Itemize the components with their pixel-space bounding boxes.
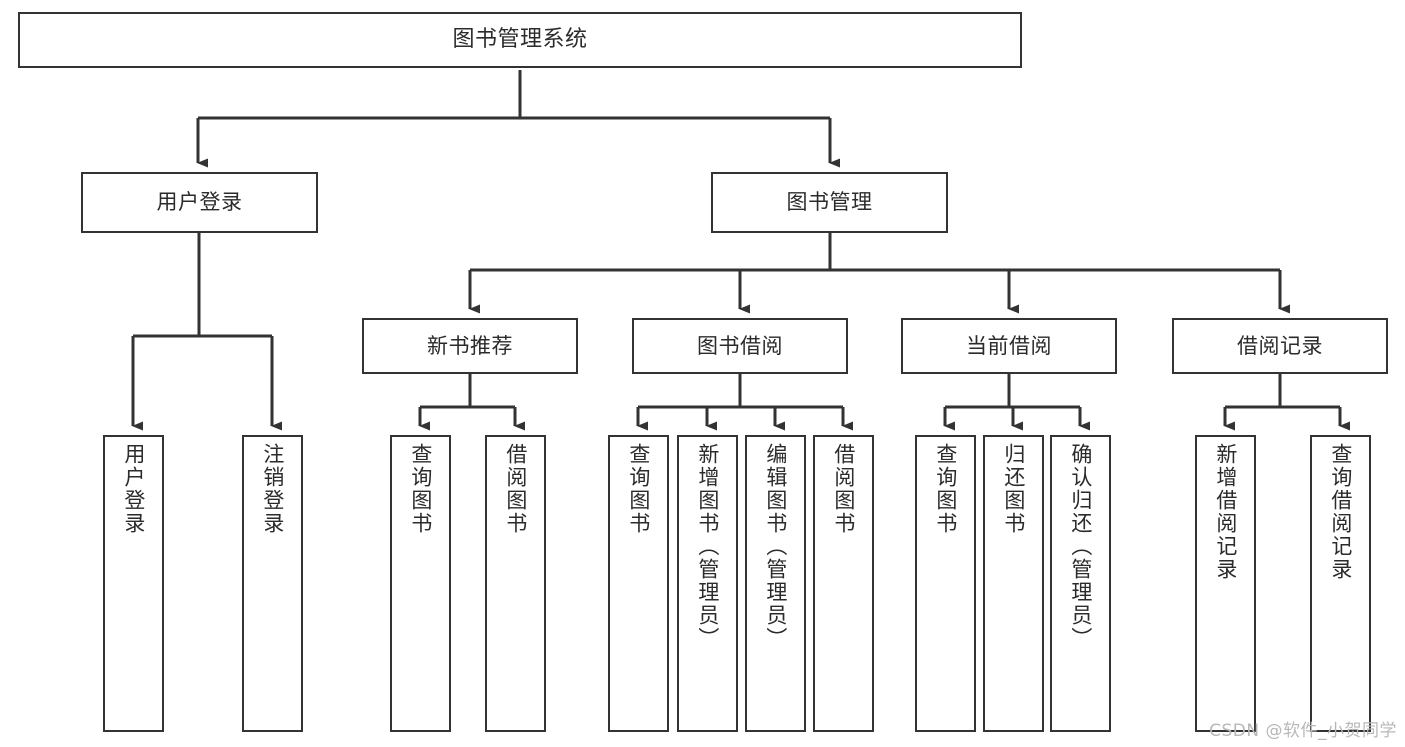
node-book-borrow[interactable]: 图书借阅: [632, 318, 848, 374]
node-leaf-add-record-label: 新增借阅记录: [1213, 443, 1238, 581]
node-leaf-query-book-3[interactable]: 查询图书: [915, 435, 976, 732]
node-leaf-confirm-return-label: 确认归还（管理员）: [1068, 443, 1093, 650]
node-leaf-edit-book-label: 编辑图书（管理员）: [763, 443, 788, 650]
node-leaf-user-login[interactable]: 用户登录: [103, 435, 164, 732]
node-book-manage[interactable]: 图书管理: [711, 172, 948, 233]
watermark-text: CSDN @软件_小贺同学: [1209, 721, 1397, 741]
node-leaf-return-book-label: 归还图书: [1001, 443, 1026, 535]
node-leaf-logout-label: 注销登录: [260, 443, 285, 535]
node-book-borrow-label: 图书借阅: [697, 333, 783, 358]
node-root[interactable]: 图书管理系统: [18, 12, 1022, 68]
node-leaf-query-record-label: 查询借阅记录: [1328, 443, 1353, 581]
node-new-book-rec[interactable]: 新书推荐: [362, 318, 578, 374]
node-leaf-add-record[interactable]: 新增借阅记录: [1195, 435, 1256, 732]
node-leaf-query-book-2-label: 查询图书: [626, 443, 651, 535]
node-leaf-borrow-book-2[interactable]: 借阅图书: [813, 435, 874, 732]
node-leaf-user-login-label: 用户登录: [121, 443, 146, 535]
node-leaf-logout[interactable]: 注销登录: [242, 435, 303, 732]
node-leaf-borrow-book-1-label: 借阅图书: [503, 443, 528, 535]
node-leaf-borrow-book-2-label: 借阅图书: [831, 443, 856, 535]
node-leaf-borrow-book-1[interactable]: 借阅图书: [485, 435, 546, 732]
node-borrow-record-label: 借阅记录: [1237, 333, 1323, 358]
node-leaf-confirm-return[interactable]: 确认归还（管理员）: [1050, 435, 1111, 732]
node-leaf-add-book[interactable]: 新增图书（管理员）: [677, 435, 738, 732]
node-leaf-query-book-3-label: 查询图书: [933, 443, 958, 535]
node-user-login-label: 用户登录: [156, 190, 243, 215]
node-book-manage-label: 图书管理: [786, 190, 873, 215]
node-leaf-edit-book[interactable]: 编辑图书（管理员）: [745, 435, 806, 732]
node-current-borrow[interactable]: 当前借阅: [901, 318, 1117, 374]
node-new-book-rec-label: 新书推荐: [427, 333, 513, 358]
node-leaf-query-book-1-label: 查询图书: [408, 443, 433, 535]
node-leaf-query-book-1[interactable]: 查询图书: [390, 435, 451, 732]
node-leaf-add-book-label: 新增图书（管理员）: [695, 443, 720, 650]
node-leaf-query-book-2[interactable]: 查询图书: [608, 435, 669, 732]
node-root-label: 图书管理系统: [452, 27, 588, 53]
node-borrow-record[interactable]: 借阅记录: [1172, 318, 1388, 374]
node-leaf-return-book[interactable]: 归还图书: [983, 435, 1044, 732]
node-current-borrow-label: 当前借阅: [966, 333, 1052, 358]
node-user-login[interactable]: 用户登录: [81, 172, 318, 233]
node-leaf-query-record[interactable]: 查询借阅记录: [1310, 435, 1371, 732]
